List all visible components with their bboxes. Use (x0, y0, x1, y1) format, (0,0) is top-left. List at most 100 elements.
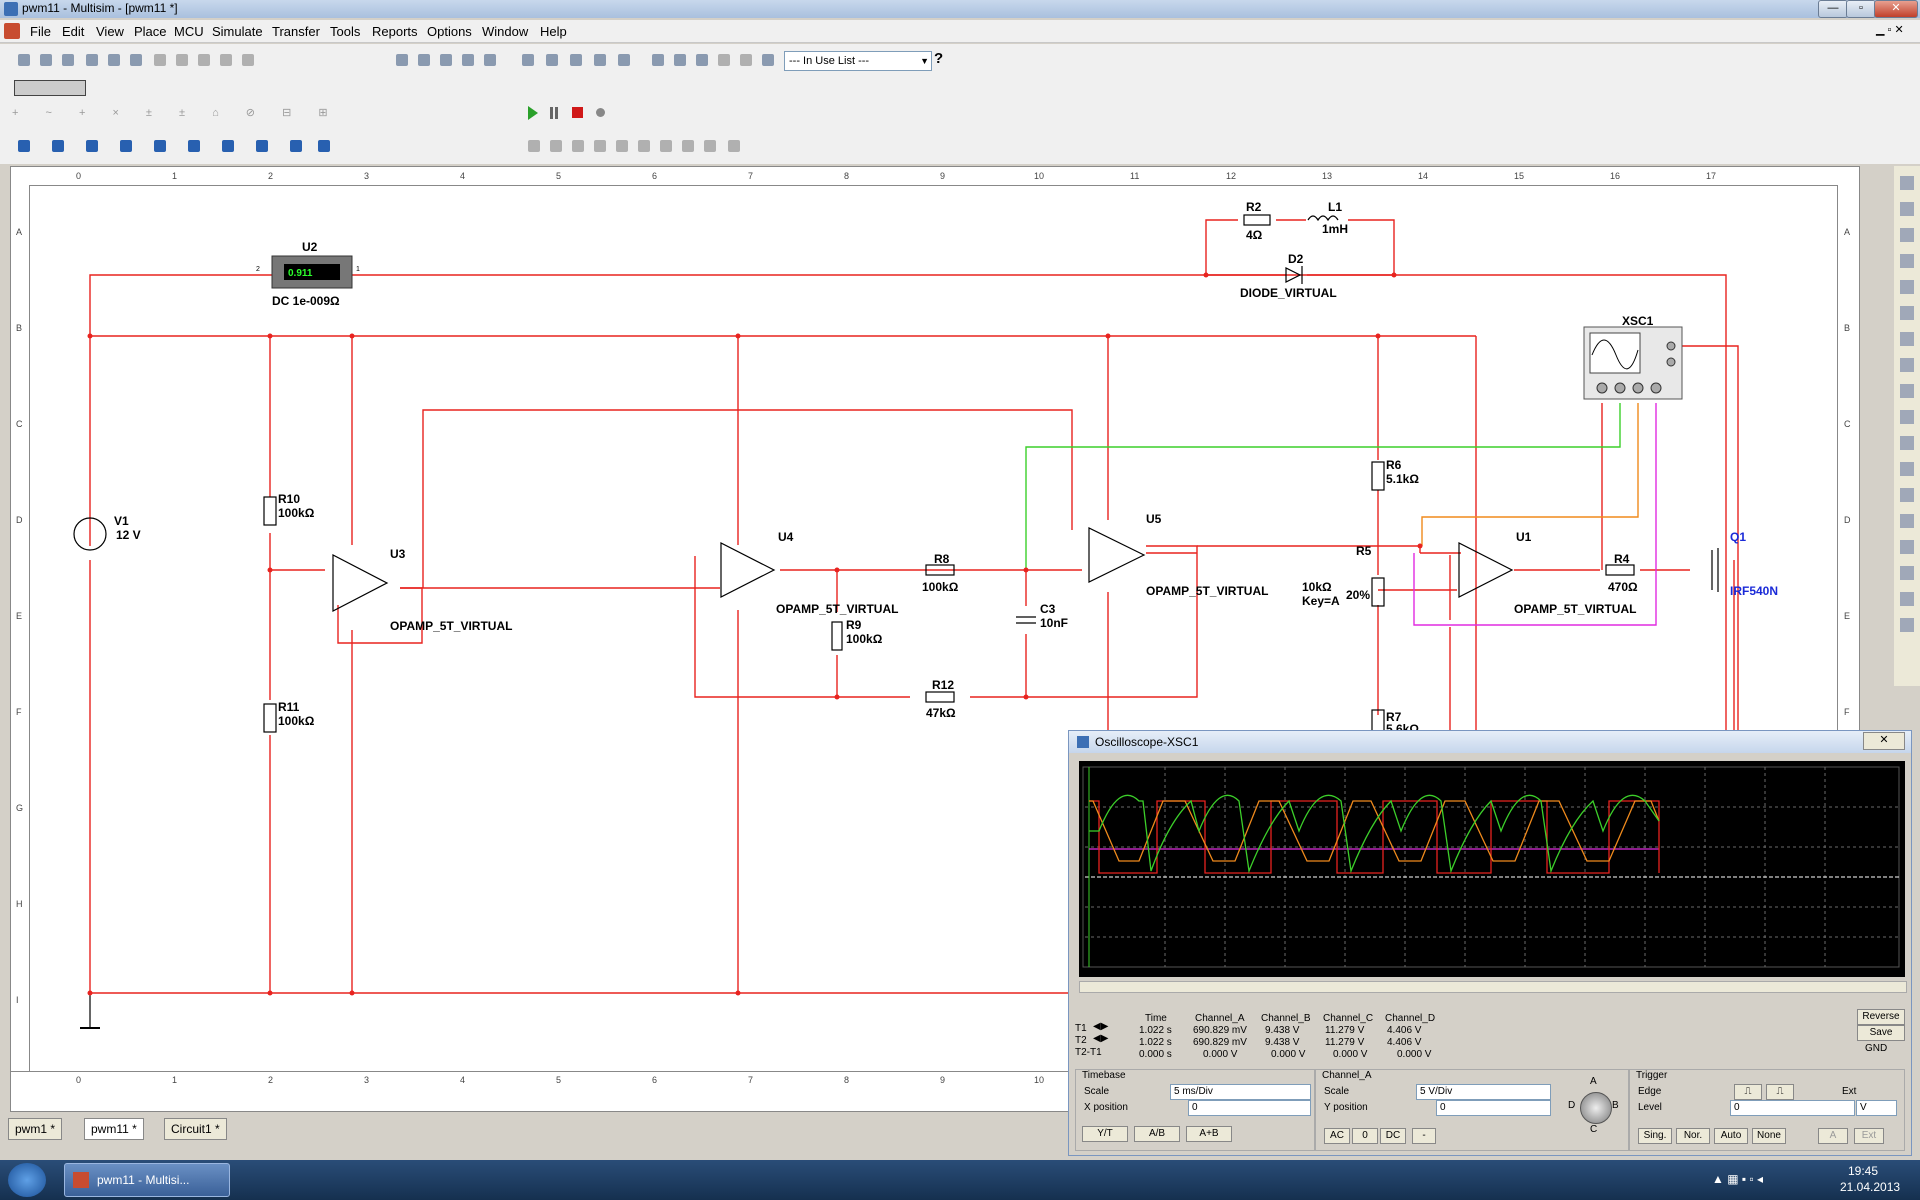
cut-icon[interactable] (150, 50, 170, 70)
instrument-icon[interactable] (1900, 202, 1914, 216)
open-icon[interactable] (36, 50, 56, 70)
mdi-controls[interactable]: ▁ ▫ ✕ (1876, 24, 1904, 36)
spectrum-icon[interactable] (252, 136, 272, 156)
mode-ab-button[interactable]: A/B (1134, 1126, 1180, 1142)
instrument-icon[interactable] (1900, 514, 1914, 528)
postprocessor-icon[interactable] (648, 50, 668, 70)
erc-icon[interactable] (670, 50, 690, 70)
minimize-button[interactable]: — (1818, 0, 1848, 18)
back-annotate-icon[interactable] (714, 50, 734, 70)
multimeter-icon[interactable] (14, 136, 34, 156)
bode-plotter-icon[interactable] (150, 136, 170, 156)
channel-knob[interactable] (1580, 1092, 1612, 1124)
spreadsheet-icon[interactable] (542, 50, 562, 70)
fullscreen-icon[interactable] (392, 50, 412, 70)
menu-reports[interactable]: Reports (372, 24, 418, 39)
gnd-label[interactable]: GND (1865, 1043, 1888, 1054)
probe-5-icon[interactable] (612, 136, 632, 156)
view-toggle[interactable] (14, 80, 86, 96)
ext-label[interactable]: Ext (1842, 1086, 1857, 1097)
level-input[interactable]: 0 (1730, 1100, 1855, 1116)
t2-cursor-arrows[interactable]: ◀▶ (1093, 1033, 1109, 1044)
instrument-icon[interactable] (1900, 592, 1914, 606)
zoom-fit-icon[interactable] (480, 50, 500, 70)
trigger-auto-button[interactable]: Auto (1714, 1128, 1748, 1144)
probe-6-icon[interactable] (634, 136, 654, 156)
instrument-icon[interactable] (1900, 566, 1914, 580)
menu-help[interactable]: Help (540, 24, 567, 39)
probe-2-icon[interactable] (546, 136, 566, 156)
analyzer-icon[interactable] (218, 136, 238, 156)
taskbar-app-button[interactable]: pwm11 - Multisi... (64, 1163, 230, 1197)
tab-pwm1[interactable]: pwm1 * (8, 1118, 63, 1140)
probe-8-icon[interactable] (678, 136, 698, 156)
menu-edit[interactable]: Edit (62, 24, 85, 39)
database-icon[interactable] (566, 50, 586, 70)
zoom-in-icon[interactable] (414, 50, 434, 70)
rising-edge-icon[interactable]: ⎍ (1734, 1084, 1762, 1100)
wattmeter-icon[interactable] (82, 136, 102, 156)
design-toolbox-icon[interactable] (518, 50, 538, 70)
trigger-normal-button[interactable]: Nor. (1676, 1128, 1710, 1144)
pause-icon[interactable] (550, 107, 558, 119)
reverse-button[interactable]: Reverse (1857, 1009, 1905, 1025)
menu-simulate[interactable]: Simulate (212, 24, 263, 39)
probe-10-icon[interactable] (724, 136, 744, 156)
tab-pwm11[interactable]: pwm11 * (84, 1118, 144, 1140)
trigger-ext-button[interactable]: Ext (1854, 1128, 1884, 1144)
instrument-icon[interactable] (1900, 540, 1914, 554)
instrument-icon[interactable] (1900, 306, 1914, 320)
instrument-icon[interactable] (1900, 228, 1914, 242)
instrument-icon[interactable] (1900, 410, 1914, 424)
instrument-icon[interactable] (1900, 462, 1914, 476)
trigger-single-button[interactable]: Sing. (1638, 1128, 1672, 1144)
instrument-icon[interactable] (1900, 280, 1914, 294)
coupling-0-button[interactable]: 0 (1352, 1128, 1378, 1144)
instrument-icon[interactable] (1900, 436, 1914, 450)
function-generator-icon[interactable] (48, 136, 68, 156)
probe-1-icon[interactable] (524, 136, 544, 156)
open-sample-icon[interactable] (58, 50, 78, 70)
close-icon[interactable]: ✕ (1863, 732, 1905, 750)
mode-a-plus-b-button[interactable]: A+B (1186, 1126, 1232, 1142)
menu-tools[interactable]: Tools (330, 24, 361, 39)
zoom-out-icon[interactable] (436, 50, 456, 70)
wiring-toolbar[interactable]: + ~ + × ± ± ⌂ ⊘ ⊟ ⊞ (12, 107, 340, 119)
stop-icon[interactable] (572, 107, 583, 118)
network-icon[interactable] (286, 136, 306, 156)
more-instruments-icon[interactable] (314, 136, 334, 156)
step-icon[interactable] (596, 108, 605, 117)
instrument-icon[interactable] (1900, 254, 1914, 268)
trigger-none-button[interactable]: None (1752, 1128, 1786, 1144)
probe-7-icon[interactable] (656, 136, 676, 156)
print-preview-icon[interactable] (126, 50, 146, 70)
in-use-list-select[interactable]: --- In Use List --- ▼ (784, 51, 932, 71)
instrument-icon[interactable] (1900, 618, 1914, 632)
print-icon[interactable] (104, 50, 124, 70)
t1-cursor-arrows[interactable]: ◀▶ (1093, 1021, 1109, 1032)
menu-transfer[interactable]: Transfer (272, 24, 320, 39)
channel-a-scale-input[interactable]: 5 V/Div (1416, 1084, 1551, 1100)
start-button[interactable] (8, 1163, 46, 1197)
help-button[interactable]: ? (934, 50, 944, 67)
menu-place[interactable]: Place (134, 24, 167, 39)
new-icon[interactable] (14, 50, 34, 70)
area-select-icon[interactable] (692, 50, 712, 70)
probe-3-icon[interactable] (568, 136, 588, 156)
grapher-icon[interactable] (614, 50, 634, 70)
zoom-area-icon[interactable] (458, 50, 478, 70)
menu-mcu[interactable]: MCU (174, 24, 204, 39)
oscilloscope-window[interactable]: Oscilloscope-XSC1 ✕ T1 T2 T2-T1 ◀▶ ◀▶ (1068, 730, 1912, 1156)
timebase-scale-input[interactable]: 5 ms/Div (1170, 1084, 1311, 1100)
level-unit[interactable]: V (1856, 1100, 1897, 1116)
instrument-icon[interactable] (1900, 358, 1914, 372)
coupling-ac-button[interactable]: AC (1324, 1128, 1350, 1144)
instrument-icon[interactable] (1900, 332, 1914, 346)
run-icon[interactable] (528, 106, 538, 120)
x-position-input[interactable]: 0 (1188, 1100, 1311, 1116)
menu-view[interactable]: View (96, 24, 124, 39)
instrument-icon[interactable] (1900, 176, 1914, 190)
probe-4-icon[interactable] (590, 136, 610, 156)
falling-edge-icon[interactable]: ⎍ (1766, 1084, 1794, 1100)
probe-9-icon[interactable] (700, 136, 720, 156)
